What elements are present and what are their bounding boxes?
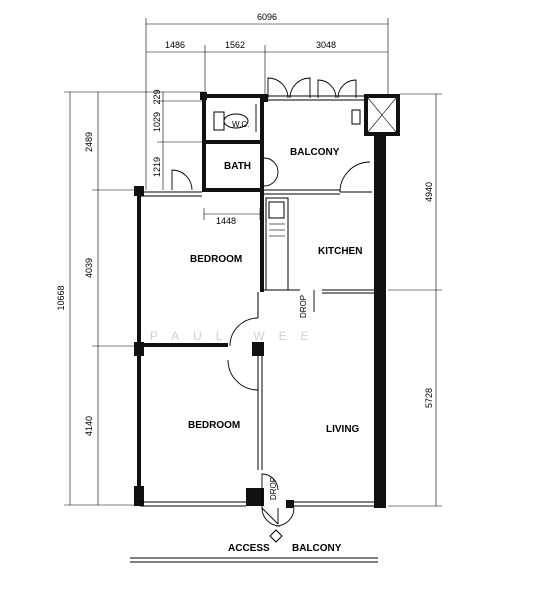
access-balcony-label: BALCONY	[292, 543, 342, 554]
room-bath-label: BATH	[224, 161, 251, 172]
left-dimensions: 10668 2489 4039 4140 229 1029 1219	[56, 89, 204, 506]
toilet-tank	[213, 111, 225, 131]
dim-inner-width: 1448	[216, 216, 236, 226]
dim-width-a: 1486	[165, 40, 185, 50]
dim-total-width: 6096	[257, 12, 277, 22]
access-label: ACCESS	[228, 543, 270, 554]
room-kitchen-label: KITCHEN	[318, 246, 362, 257]
watermark: PAUL WEE	[150, 329, 323, 343]
dim-right-b: 5728	[424, 388, 434, 408]
dim-right-a: 4940	[424, 182, 434, 202]
room-bedroom-2-label: BEDROOM	[188, 420, 240, 431]
kitchen-sink	[268, 201, 285, 219]
drop-label-1: DROP	[299, 295, 308, 318]
walls	[134, 92, 400, 508]
dim-width-c: 3048	[316, 40, 336, 50]
balcony-fixture	[351, 109, 361, 125]
drop-label-2: DROP	[269, 477, 278, 500]
room-balcony-label: BALCONY	[290, 147, 340, 158]
room-wc-label: W.C.	[232, 120, 249, 129]
dim-inner-a: 229	[152, 89, 162, 104]
access-corridor	[130, 557, 378, 563]
right-dimensions: 4940 5728	[388, 93, 442, 507]
dim-inner-b: 1029	[152, 112, 162, 132]
room-labels: W.C. BATH BALCONY 1448 KITCHEN BEDROOM B…	[188, 120, 362, 554]
toilet-bowl	[223, 113, 249, 129]
top-dimensions: 6096 1486 1562 3048	[145, 12, 389, 190]
room-living-label: LIVING	[326, 424, 360, 435]
doors	[171, 77, 372, 543]
dim-height-b: 4039	[84, 258, 94, 278]
access-marker	[269, 529, 283, 543]
dim-height-a: 2489	[84, 132, 94, 152]
dim-inner-c: 1219	[152, 157, 162, 177]
fixtures	[213, 109, 361, 291]
room-bedroom-1-label: BEDROOM	[190, 254, 242, 265]
dim-height-c: 4140	[84, 416, 94, 436]
dim-total-height: 10668	[56, 285, 66, 310]
dim-width-b: 1562	[225, 40, 245, 50]
kitchen-counter	[265, 197, 289, 291]
